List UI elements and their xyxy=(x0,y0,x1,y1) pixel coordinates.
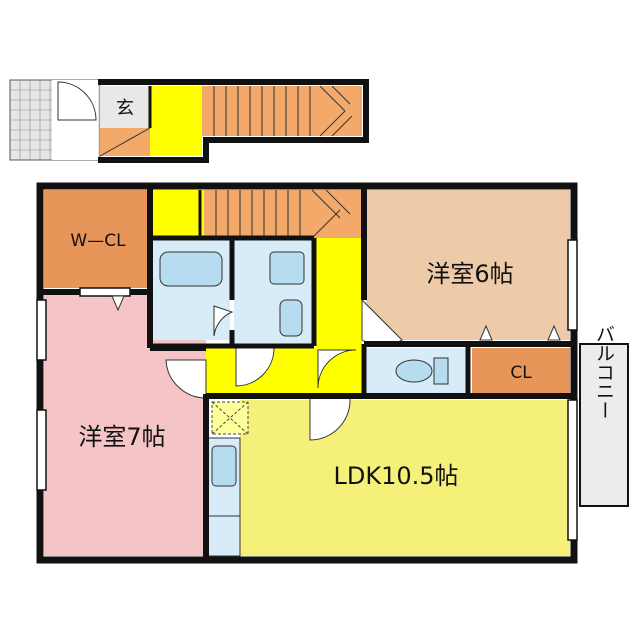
balcony xyxy=(579,343,629,507)
corridor-bottom xyxy=(206,348,362,394)
stove-icon xyxy=(211,445,237,487)
washbasin-icon xyxy=(269,251,305,285)
toilet-tank-icon xyxy=(433,357,449,385)
main-floor xyxy=(36,182,629,564)
balcony-label: バルコニー xyxy=(593,325,615,420)
closet-door-marks xyxy=(111,295,561,341)
toilet-icon xyxy=(395,359,433,383)
door-swings xyxy=(165,298,403,441)
main-stair-treads xyxy=(215,189,351,239)
upper-section: 玄 xyxy=(9,79,369,163)
upper-stairs xyxy=(202,86,362,136)
bathtub-icon xyxy=(159,251,223,287)
entrance-label: 玄 xyxy=(116,98,134,119)
cl-room xyxy=(472,348,570,394)
ldk-room xyxy=(240,400,570,556)
ldk-label: LDK10.5帖 xyxy=(333,462,458,490)
entry-door-swing xyxy=(57,81,97,121)
wcl-room xyxy=(44,190,148,288)
room-labels: W—CL 洋室6帖 洋室7帖 LDK10.5帖 CL バルコニー xyxy=(70,231,615,490)
cl-label: CL xyxy=(510,363,532,383)
wcl-label: W—CL xyxy=(70,231,126,251)
windows xyxy=(36,239,578,541)
corridor-right xyxy=(316,238,362,348)
western6-room xyxy=(366,190,570,340)
washer-icon xyxy=(279,299,303,337)
upper-stair-treads xyxy=(213,85,353,137)
western7-label: 洋室7帖 xyxy=(78,423,165,451)
tile-grid xyxy=(10,80,52,160)
corridor-top xyxy=(152,190,204,236)
walls xyxy=(36,182,578,564)
upper-walls xyxy=(98,79,369,163)
western6-label: 洋室6帖 xyxy=(426,260,513,288)
entrance-room xyxy=(100,86,150,128)
upper-corridor xyxy=(150,86,202,156)
